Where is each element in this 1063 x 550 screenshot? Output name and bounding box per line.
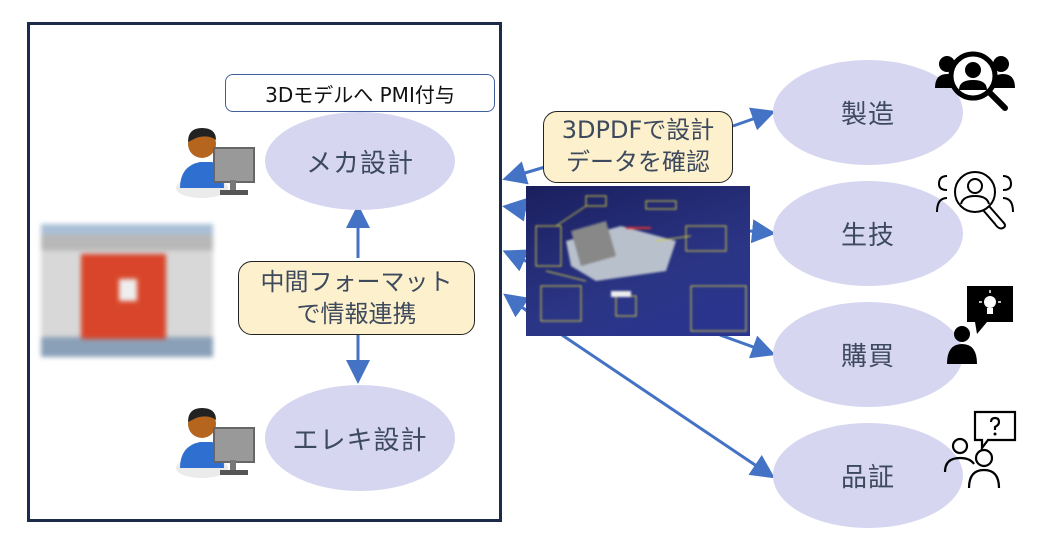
engineer-mecha-icon [176,128,255,198]
middle-format-note: 中間フォーマット で情報連携 [238,261,475,335]
middle-note-line-2: で情報連携 [296,300,417,328]
3dpdf-drawing-content [535,195,747,332]
dept-koubai-label: 購買 [840,342,895,372]
dept-hinshou-label: 品証 [840,463,895,493]
engineer-elec-icon [176,408,255,478]
middle-note-line-1: 中間フォーマット [260,268,453,296]
pcb-cad-thumbnail [41,224,213,357]
mecha-design-label: メカ設計 [305,148,414,179]
dept-koubai-node: 購買 [773,302,963,407]
arrow-left-1 [502,161,546,185]
pmi-label-text: 3Dモデルへ PMI付与 [265,82,455,107]
arrow-to-hinshou [561,333,775,479]
design-area-frame [27,22,502,522]
person-idea-icon [947,286,1013,364]
arrow-to-seizou [732,107,776,131]
arrow-to-koubai [719,333,776,359]
pcb-chip [119,279,137,301]
pdf-note-line-1: 3DPDFで設計 [561,116,715,144]
arrow-left-3 [502,249,530,272]
elec-design-node: エレキ設計 [265,385,455,491]
people-search-filled-icon [935,51,1015,111]
dept-seigi-label: 生技 [840,221,895,251]
3dpdf-drawing-thumbnail [526,186,750,336]
pdf-note-line-2: データを確認 [566,148,710,176]
dept-seizou-node: 製造 [773,60,963,165]
people-question-icon [943,410,1017,489]
elec-design-label: エレキ設計 [292,425,428,456]
people-search-outline-icon [936,171,1014,230]
arrow-left-2 [502,197,529,222]
mecha-design-node: メカ設計 [265,112,455,210]
dept-hinshou-node: 品証 [773,423,963,528]
arrow-to-seigi [749,219,776,244]
pmi-label: 3Dモデルへ PMI付与 [225,74,495,112]
dept-seigi-node: 生技 [773,181,963,286]
3dpdf-note: 3DPDFで設計 データを確認 [543,111,733,183]
dept-seizou-label: 製造 [840,100,895,130]
